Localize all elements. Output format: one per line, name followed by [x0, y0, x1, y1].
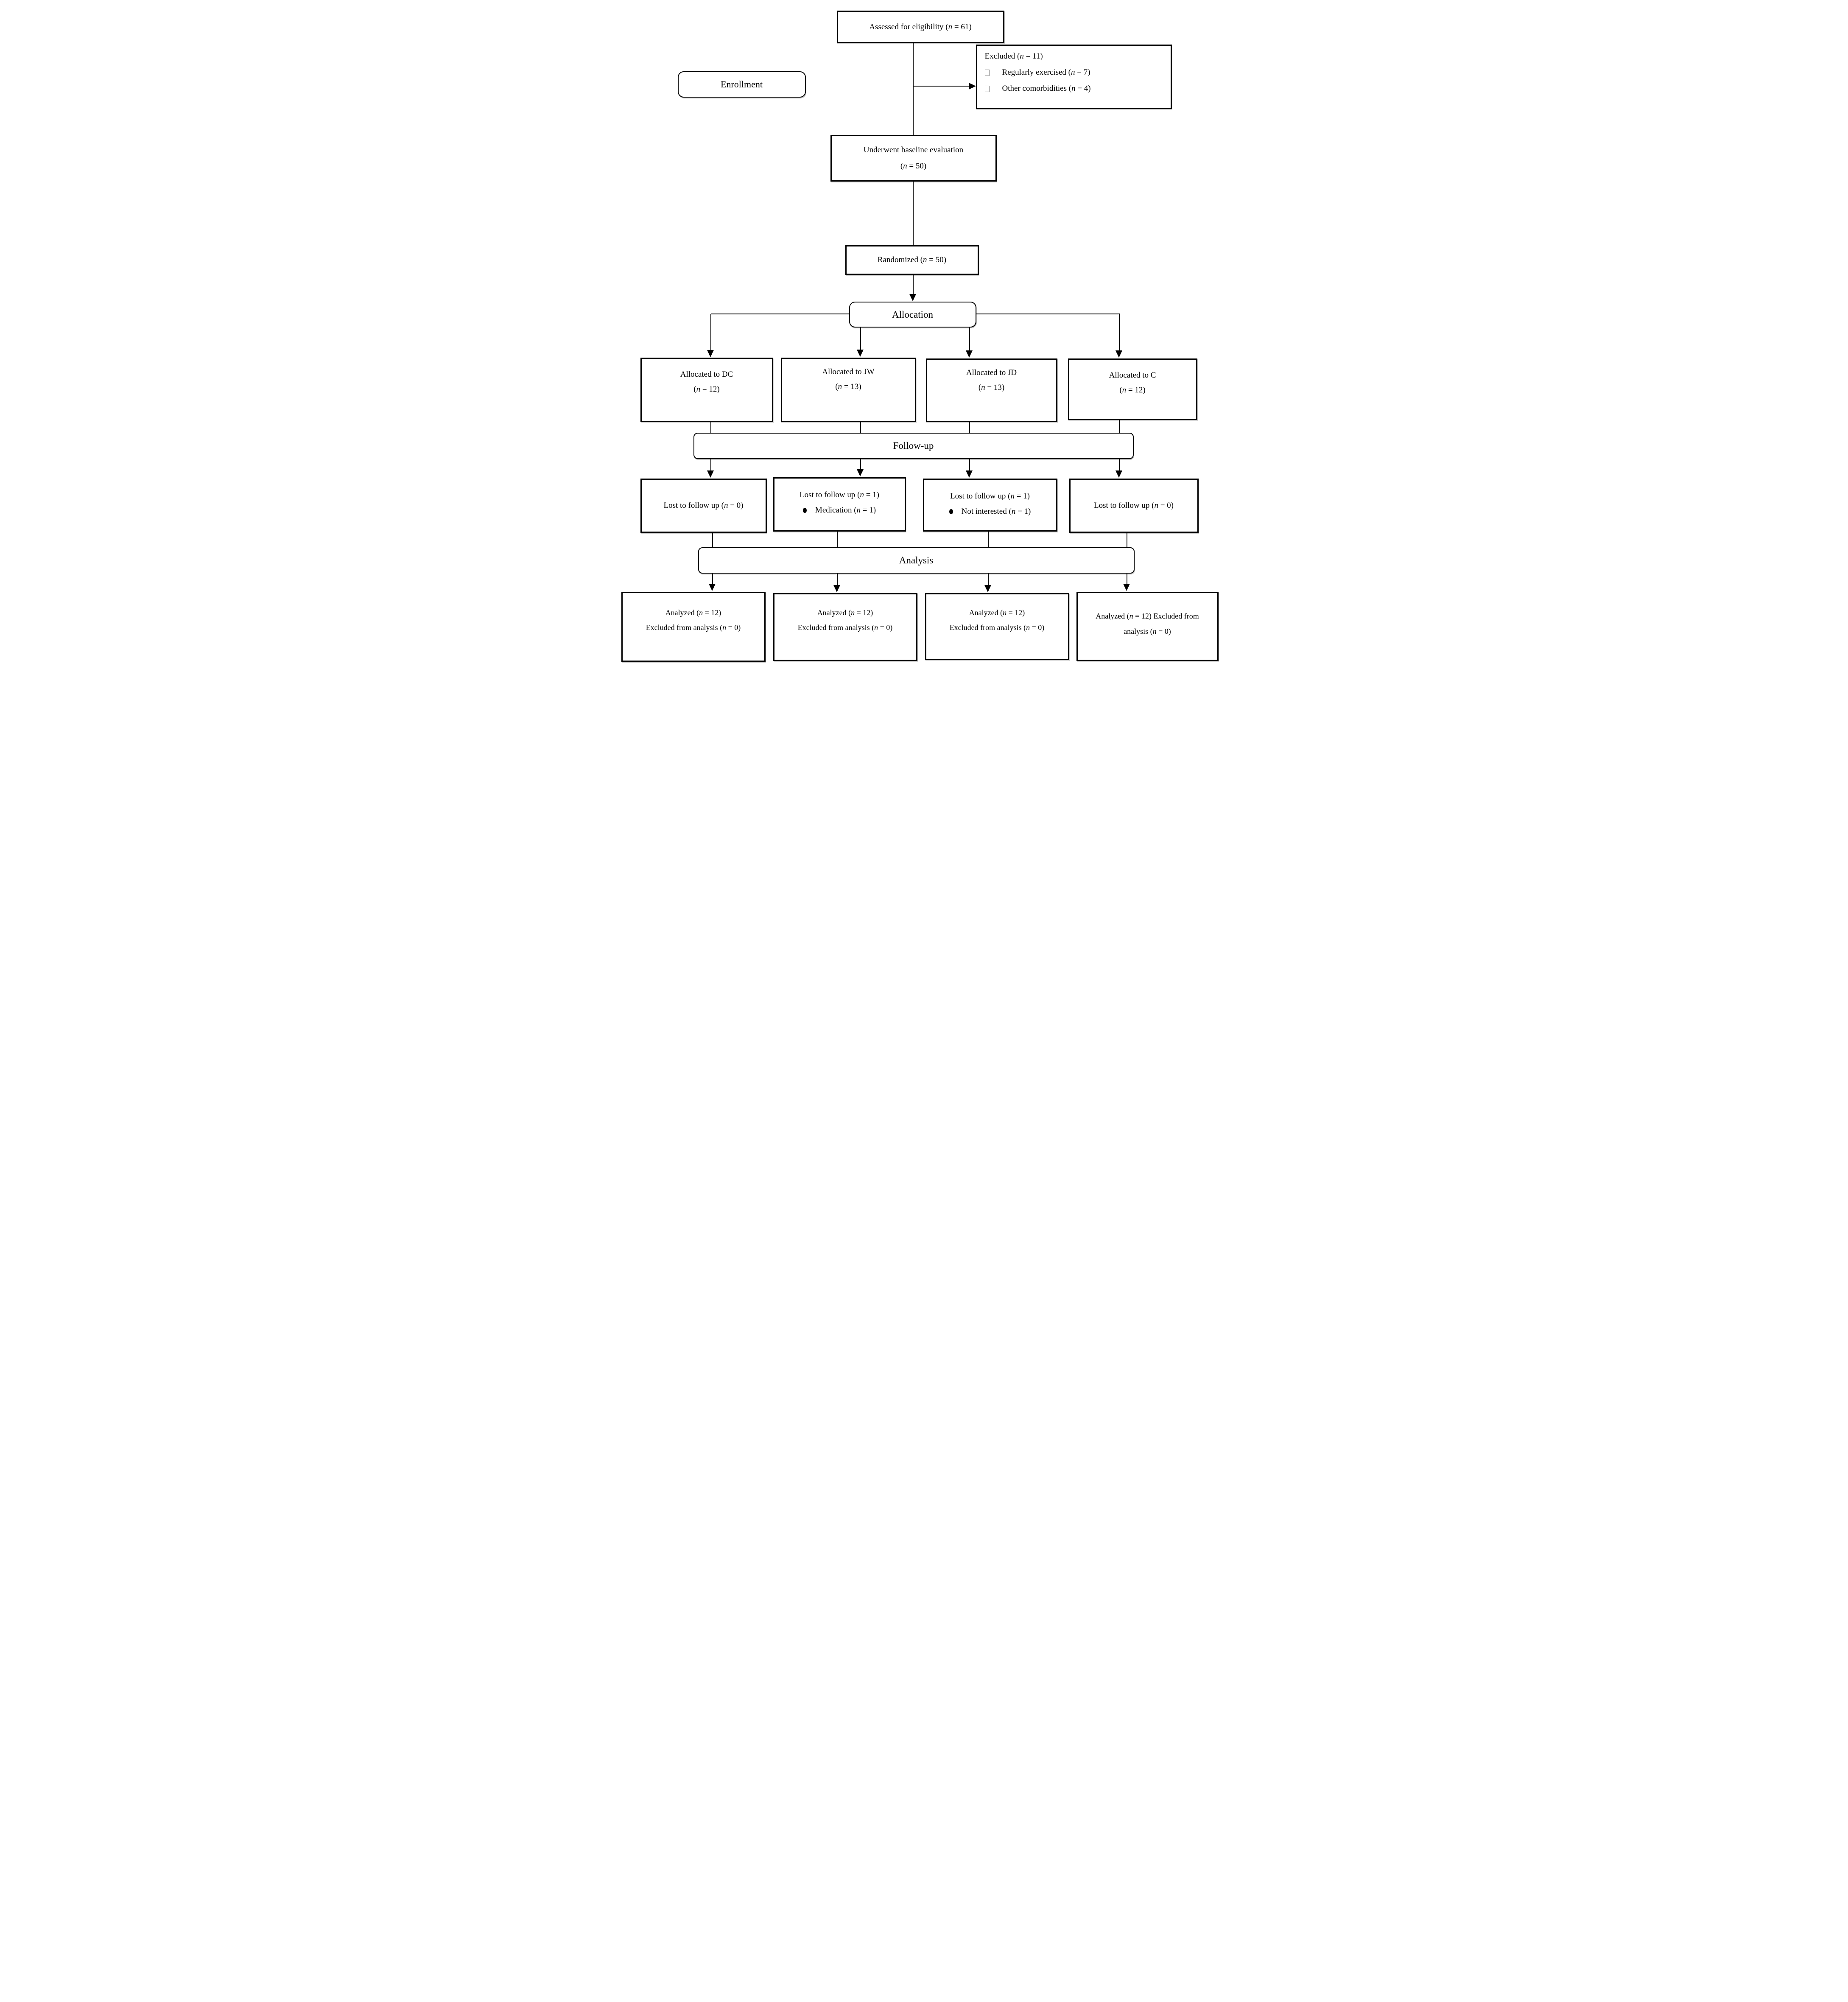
dot-bullet-icon [802, 508, 807, 513]
assessed-label: Assessed for eligibility (n = 61) [869, 22, 972, 31]
arrow-down-icon [708, 584, 716, 591]
excluded-analysis-line: Excluded from analysis (n = 0) [949, 623, 1045, 632]
arrow-down-icon [984, 585, 991, 592]
allocated-line2: (n = 13) [978, 383, 1005, 392]
randomized-box: Randomized (n = 50) [845, 245, 979, 275]
lost-title: Lost to follow up (n = 1) [950, 492, 1030, 501]
arrow-down-icon [1123, 584, 1130, 591]
allocated-line2: (n = 13) [835, 382, 861, 391]
followup-label: Follow-up [893, 440, 934, 451]
analyzed-box-jd: Analyzed (n = 12) Excluded from analysis… [925, 593, 1069, 660]
arrow-down-icon [856, 469, 864, 476]
arrow-down-icon [909, 294, 916, 301]
baseline-box: Underwent baseline evaluation (n = 50) [830, 135, 997, 182]
connector-line [912, 43, 914, 135]
lost-box-dc: Lost to follow up (n = 0) [640, 479, 767, 533]
arrow-down-icon [707, 470, 714, 478]
connector-line [913, 86, 970, 87]
lost-title: Lost to follow up (n = 0) [1093, 501, 1174, 510]
baseline-line2: (n = 50) [900, 162, 927, 171]
dot-bullet-icon [949, 509, 953, 514]
square-bullet-icon [984, 69, 990, 76]
lost-item: Not interested (n = 1) [924, 507, 1056, 516]
excluded-item-label: Regularly exercised (n = 7) [1002, 68, 1090, 77]
lost-title: Lost to follow up (n = 0) [663, 501, 744, 510]
allocation-banner: Allocation [849, 302, 976, 328]
allocation-label: Allocation [892, 309, 934, 320]
lost-title: Lost to follow up (n = 1) [799, 490, 880, 499]
analyzed-text: Analyzed (n = 12) Excluded from analysis… [1096, 612, 1199, 636]
excluded-item-label: Other comorbidities (n = 4) [1002, 84, 1091, 93]
allocated-box-jw: Allocated to JW (n = 13) [780, 358, 916, 422]
allocated-box-dc: Allocated to DC (n = 12) [640, 358, 773, 422]
assessed-box: Assessed for eligibility (n = 61) [836, 11, 1004, 43]
analyzed-line: Analyzed (n = 12) [969, 608, 1025, 617]
allocated-line1: Allocated to DC [680, 370, 733, 379]
baseline-line1: Underwent baseline evaluation [863, 146, 964, 154]
analysis-label: Analysis [899, 555, 934, 566]
allocated-box-c: Allocated to C (n = 12) [1068, 358, 1197, 420]
allocated-box-jd: Allocated to JD (n = 13) [925, 358, 1057, 422]
arrow-down-icon [965, 470, 973, 478]
consort-flow-diagram: Assessed for eligibility (n = 61) Exclud… [616, 0, 1232, 667]
square-bullet-icon [984, 85, 990, 92]
lost-item-label: Medication (n = 1) [815, 506, 876, 515]
analyzed-box-c: Analyzed (n = 12) Excluded from analysis… [1076, 592, 1219, 661]
allocated-line2: (n = 12) [1119, 386, 1146, 395]
connector-line [710, 314, 711, 350]
enrollment-banner: Enrollment [677, 71, 806, 98]
followup-banner: Follow-up [693, 433, 1134, 459]
connector-line [1118, 314, 1120, 350]
analysis-banner: Analysis [698, 547, 1135, 574]
allocated-line1: Allocated to JW [822, 367, 875, 376]
analyzed-box-jw: Analyzed (n = 12) Excluded from analysis… [773, 593, 917, 661]
connector-line [912, 182, 914, 245]
arrow-down-icon [833, 585, 840, 592]
excluded-item: Regularly exercised (n = 7) [984, 68, 1163, 77]
arrow-right-icon [968, 83, 976, 90]
enrollment-label: Enrollment [721, 79, 763, 90]
lost-box-jw: Lost to follow up (n = 1) Medication (n … [773, 477, 906, 532]
arrow-down-icon [1115, 350, 1122, 358]
arrow-down-icon [707, 350, 714, 357]
analyzed-box-dc: Analyzed (n = 12) Excluded from analysis… [621, 592, 766, 662]
randomized-label: Randomized (n = 50) [877, 255, 947, 264]
lost-item-label: Not interested (n = 1) [961, 507, 1031, 516]
connector-line [912, 275, 914, 294]
excluded-title: Excluded (n = 11) [984, 52, 1043, 61]
analyzed-line: Analyzed (n = 12) [817, 608, 873, 617]
excluded-analysis-line: Excluded from analysis (n = 0) [646, 623, 741, 632]
allocated-line2: (n = 12) [693, 385, 720, 394]
excluded-item: Other comorbidities (n = 4) [984, 84, 1163, 93]
excluded-analysis-line: Excluded from analysis (n = 0) [797, 623, 893, 632]
connector-line [969, 327, 970, 351]
connector-line [860, 327, 861, 350]
lost-item: Medication (n = 1) [774, 506, 905, 515]
analyzed-line: Analyzed (n = 12) [665, 608, 721, 617]
arrow-down-icon [856, 350, 864, 357]
allocated-line1: Allocated to JD [966, 368, 1017, 377]
lost-box-c: Lost to follow up (n = 0) [1069, 479, 1199, 533]
allocated-line1: Allocated to C [1109, 371, 1156, 380]
lost-box-jd: Lost to follow up (n = 1) Not interested… [923, 479, 1057, 532]
arrow-down-icon [965, 350, 973, 358]
arrow-down-icon [1115, 470, 1122, 478]
excluded-box: Excluded (n = 11) Regularly exercised (n… [976, 45, 1172, 109]
